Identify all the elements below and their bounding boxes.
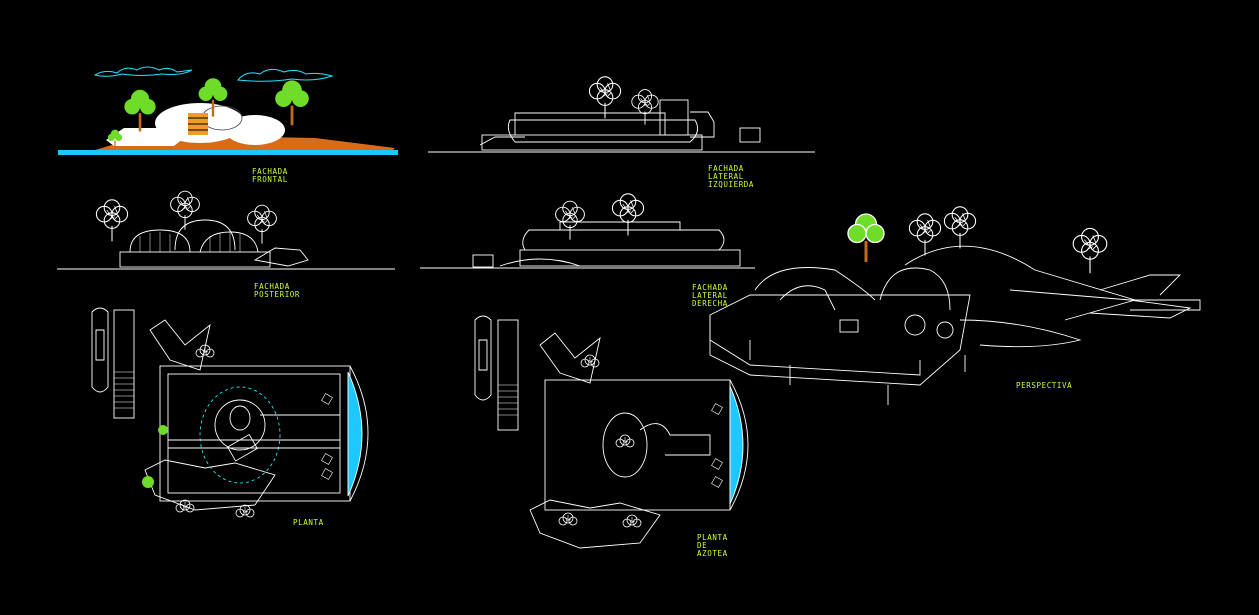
label-line: FACHADA xyxy=(252,168,288,176)
label-line: FACHADA xyxy=(692,284,728,292)
label-line: AZOTEA xyxy=(697,549,728,558)
label-line: POSTERIOR xyxy=(254,290,301,299)
fachada-lateral-izquierda-drawing xyxy=(428,76,815,153)
planta-azotea-drawing xyxy=(474,315,749,549)
label-line: LATERAL xyxy=(692,291,728,300)
fachada-lateral-derecha-drawing xyxy=(420,193,755,269)
fachada-posterior-drawing xyxy=(57,190,395,270)
fachada-frontal-drawing xyxy=(58,66,398,155)
drawing-labels: FACHADA FRONTAL FACHADA LATERAL IZQUIERD… xyxy=(252,165,1096,558)
planta-drawing xyxy=(91,307,369,518)
perspectiva-drawing xyxy=(709,206,1201,405)
label-line: DERECHA xyxy=(692,299,728,308)
label-line: PLANTA xyxy=(293,519,324,527)
label-line: PLANTA xyxy=(697,534,728,542)
label-fachada-lateral-derecha: FACHADA LATERAL DERECHA xyxy=(692,284,772,308)
label-fachada-lateral-izquierda: FACHADA LATERAL IZQUIERDA xyxy=(708,165,788,189)
label-perspectiva: PERSPECTIVA xyxy=(1016,382,1096,390)
label-fachada-frontal: FACHADA FRONTAL xyxy=(252,168,332,184)
label-line: PERSPECTIVA xyxy=(1016,382,1073,390)
label-planta: PLANTA xyxy=(293,519,353,527)
label-fachada-posterior: FACHADA POSTERIOR xyxy=(254,283,334,299)
label-line: IZQUIERDA xyxy=(708,180,755,189)
label-line: FRONTAL xyxy=(252,175,288,184)
label-planta-de-azotea: PLANTA DE AZOTEA xyxy=(697,534,757,558)
label-line: LATERAL xyxy=(708,172,744,181)
label-line: FACHADA xyxy=(708,165,744,173)
label-line: FACHADA xyxy=(254,283,290,291)
label-line: DE xyxy=(697,541,708,550)
